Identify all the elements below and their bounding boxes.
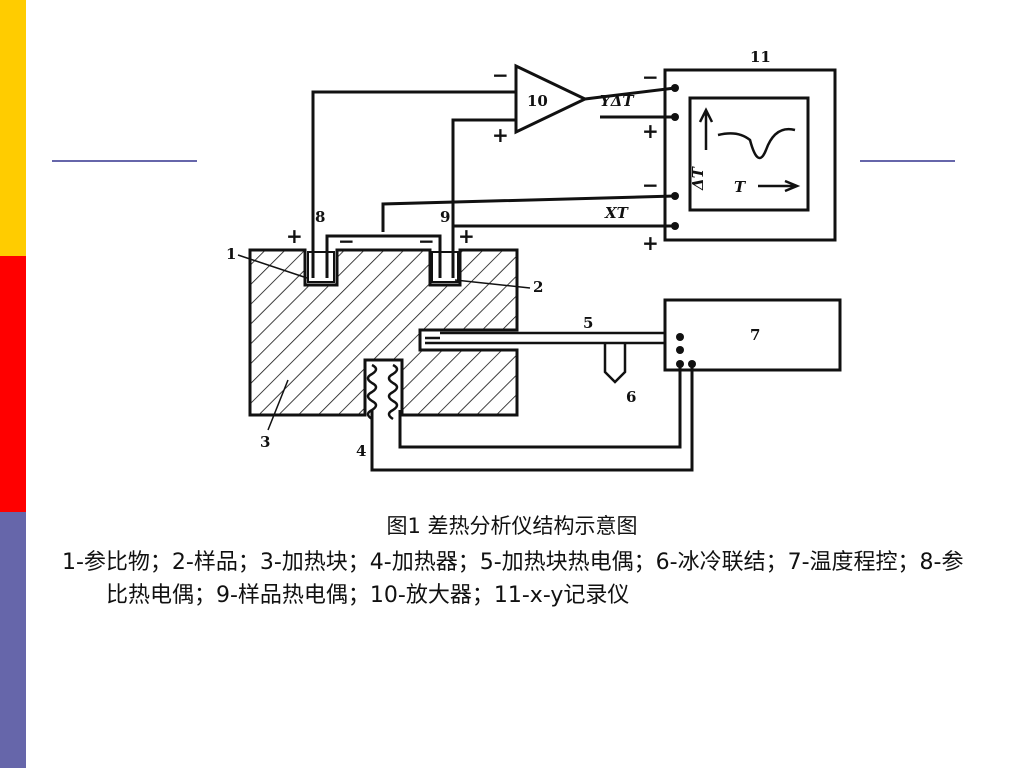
sign-amp-plus: + [492, 123, 509, 147]
dta-curve [717, 127, 796, 160]
sign-sample-minus: − [418, 229, 435, 253]
label-8: 8 [315, 208, 325, 226]
label-7: 7 [750, 326, 760, 344]
figure-title: 图1 差热分析仪结构示意图 [386, 514, 638, 538]
sign-rec-y-plus: + [642, 119, 659, 143]
reference-thermocouple-wire [311, 90, 516, 278]
sign-amp-minus: − [492, 63, 509, 87]
figure-legend-text: 1-参比物；2-样品；3-加热块；4-加热器；5-加热块热电偶；6-冰冷联结；7… [62, 550, 964, 608]
delta-t-arrow [698, 107, 714, 150]
reference-to-sample-wire [325, 234, 442, 278]
label-t-axis: T [734, 178, 747, 196]
accent-bar-blue [0, 512, 26, 768]
xt-wire-upper [381, 194, 676, 232]
figure-legend: 1-参比物；2-样品；3-加热块；4-加热器；5-加热块热电偶；6-冰冷联结；7… [62, 546, 967, 612]
sign-rec-x-plus: + [642, 231, 659, 255]
ice-junction [603, 343, 627, 384]
sign-sample-plus: + [458, 224, 475, 248]
sign-rec-y-minus: − [642, 65, 659, 89]
block-thermocouple [425, 331, 680, 345]
label-2: 2 [533, 278, 543, 296]
heating-block [248, 248, 519, 417]
temperature-controller-box [663, 298, 842, 372]
heater-wire-inner [398, 364, 682, 449]
amplifier [514, 63, 589, 135]
label-9: 9 [440, 208, 450, 226]
sign-ref-minus: − [338, 229, 355, 253]
label-delta-t-axis: ΔT [689, 165, 707, 191]
label-xt: XT [604, 204, 630, 222]
dta-structure-diagram: 1 2 3 4 5 6 7 8 9 10 11 YΔT XT T ΔT − + … [226, 48, 842, 472]
decorative-rule-left [52, 160, 197, 162]
label-1: 1 [226, 245, 236, 263]
heater-wire-outer [370, 364, 694, 472]
accent-bar-red [0, 256, 26, 512]
sign-ref-plus: + [286, 224, 303, 248]
accent-bar-yellow [0, 0, 26, 256]
sign-rec-x-minus: − [642, 173, 659, 197]
y-delta-t-wire [584, 86, 676, 101]
label-10: 10 [527, 92, 548, 110]
decorative-rule-right [860, 160, 955, 162]
label-4: 4 [356, 442, 366, 460]
label-11: 11 [750, 48, 771, 66]
t-arrow [758, 179, 801, 193]
label-3: 3 [260, 433, 270, 451]
label-6: 6 [626, 388, 636, 406]
label-y-delta-t: YΔT [600, 92, 635, 110]
label-5: 5 [583, 314, 593, 332]
